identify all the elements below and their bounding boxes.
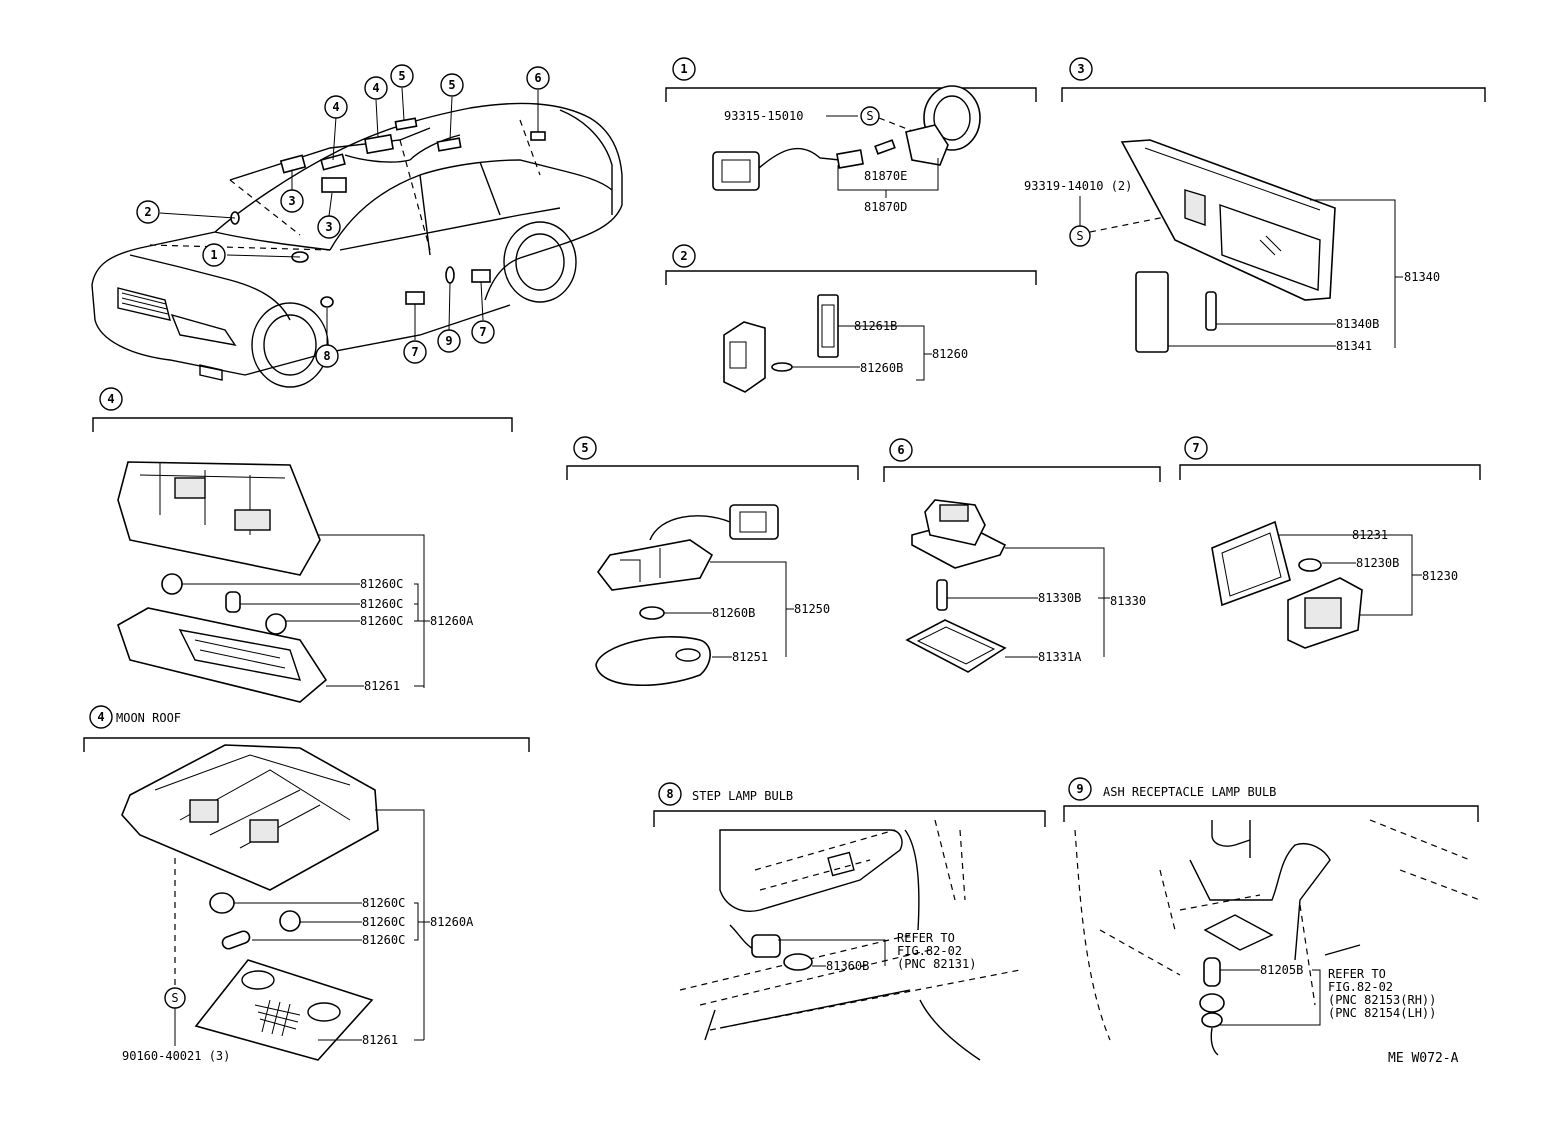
svg-text:3: 3 [288,194,295,208]
callout-6-on-car: 6 [526,66,550,90]
s2-part-81261B: 81261B [854,319,897,333]
callout-3-on-car-b: 3 [317,215,341,239]
callout-5-on-car-b: 5 [440,73,464,97]
svg-text:S: S [1076,229,1083,243]
section-2-door-courtesy: 2 81261B 81260B 81260 [665,244,1037,393]
s4m-screw-partno: 90160-40021 (3) [122,1049,230,1063]
svg-text:4: 4 [372,81,379,95]
svg-text:1: 1 [680,62,687,76]
s4-part-81260A: 81260A [430,614,474,628]
s9-refer-line-2: FIG.82-02 [1328,980,1393,994]
s1-part-81870D: 81870D [864,200,907,214]
s5-part-81250: 81250 [794,602,830,616]
section-6-luggage-lamp: 6 81330B 81330 81331A [883,438,1161,673]
callout-9-on-car: 9 [437,329,461,353]
svg-text:S: S [866,109,873,123]
svg-text:7: 7 [1192,441,1199,455]
s4-part-81260C-c: 81260C [360,614,403,628]
s6-part-81330B: 81330B [1038,591,1081,605]
callout-1-on-car: 1 [202,243,226,267]
overview-callouts: 1 2 3 3 4 4 5 5 6 7 7 8 9 [136,64,550,368]
svg-text:6: 6 [897,443,904,457]
s5-part-81251: 81251 [732,650,768,664]
svg-text:3: 3 [1077,62,1084,76]
s8-part-81360B: 81360B [826,959,869,973]
s9-part-81205B: 81205B [1260,963,1303,977]
svg-text:8: 8 [323,349,330,363]
svg-text:7: 7 [411,345,418,359]
callout-5-on-car-a: 5 [390,64,414,88]
diagram-code: ME W072-A [1388,1051,1459,1066]
s3-screw-partno: 93319-14010 (2) [1024,179,1132,193]
s3-part-81341: 81341 [1336,339,1372,353]
s9-title: ASH RECEPTACLE LAMP BULB [1103,785,1276,799]
svg-text:9: 9 [1076,782,1083,796]
s8-refer-line-2: FIG.82-02 [897,944,962,958]
s2-part-81260B: 81260B [860,361,903,375]
s8-title: STEP LAMP BULB [692,789,793,803]
s4m-part-81260C-a: 81260C [362,896,405,910]
s9-refer-line-1: REFER TO [1328,967,1386,981]
section-4-moon-roof-lamp: 4 MOON ROOF S 90160-40021 (3) 81260C 812… [83,705,530,1063]
section-8-step-lamp-bulb: 8 STEP LAMP BULB 81360B REFER TO FIG.82-… [653,782,1046,1061]
svg-text:1: 1 [210,248,217,262]
section-4-interior-lamp: 4 81260C 81260C 81260C 81260A 81261 [92,387,513,703]
svg-text:5: 5 [581,441,588,455]
s4m-part-81260C-c: 81260C [362,933,405,947]
svg-text:4: 4 [332,100,339,114]
section-7-door-lamp: 7 81231 81230B 81230 [1179,436,1481,649]
s1-screw-partno: 93315-15010 [724,109,803,123]
s8-refer-line-3: (PNC 82131) [897,957,976,971]
svg-text:9: 9 [445,334,452,348]
svg-text:2: 2 [144,205,151,219]
s3-part-81340B: 81340B [1336,317,1379,331]
callout-7-on-car-b: 7 [471,320,495,344]
s6-part-81330: 81330 [1110,594,1146,608]
section-3-vanity-mirror: 3 93319-14010 (2) S 81340 81340B 81341 [1024,57,1486,353]
s4m-part-81261: 81261 [362,1033,398,1047]
s6-part-81331A: 81331A [1038,650,1082,664]
s5-part-81260B: 81260B [712,606,755,620]
s4m-part-81260A: 81260A [430,915,474,929]
s7-part-81231: 81231 [1352,528,1388,542]
s8-refer-line-1: REFER TO [897,931,955,945]
s7-part-81230: 81230 [1422,569,1458,583]
callout-8-on-car: 8 [315,344,339,368]
section-1-courtesy-lamp: 1 93315-15010 S 81870E 81870D [665,57,1037,214]
s7-part-81230B: 81230B [1356,556,1399,570]
s4-part-81260C-b: 81260C [360,597,403,611]
svg-text:4: 4 [97,710,104,724]
car-overview-illustration [91,102,623,388]
s1-part-81870E: 81870E [864,169,907,183]
s4m-title: MOON ROOF [116,711,181,725]
callout-2-on-car: 2 [136,200,160,224]
svg-text:S: S [171,991,178,1005]
svg-text:5: 5 [448,78,455,92]
svg-text:7: 7 [479,325,486,339]
s9-refer-line-4: (PNC 82154(LH)) [1328,1006,1436,1020]
callout-4-on-car-a: 4 [324,95,348,119]
s4-part-81261: 81261 [364,679,400,693]
s9-refer-line-3: (PNC 82153(RH)) [1328,993,1436,1007]
svg-text:8: 8 [666,787,673,801]
svg-text:2: 2 [680,249,687,263]
section-5-personal-lamp: 5 81260B 81250 81251 [566,436,859,687]
callout-3-on-car-a: 3 [280,189,304,213]
s2-part-81260: 81260 [932,347,968,361]
callout-4-on-car-b: 4 [364,76,388,100]
callout-7-on-car-a: 7 [403,340,427,364]
section-9-ash-receptacle-lamp-bulb: 9 ASH RECEPTACLE LAMP BULB 81205B REFER … [1063,777,1481,1056]
s4m-part-81260C-b: 81260C [362,915,405,929]
svg-text:4: 4 [107,392,114,406]
svg-text:5: 5 [398,69,405,83]
s4-part-81260C-a: 81260C [360,577,403,591]
svg-text:3: 3 [325,220,332,234]
s3-part-81340: 81340 [1404,270,1440,284]
svg-text:6: 6 [534,71,541,85]
